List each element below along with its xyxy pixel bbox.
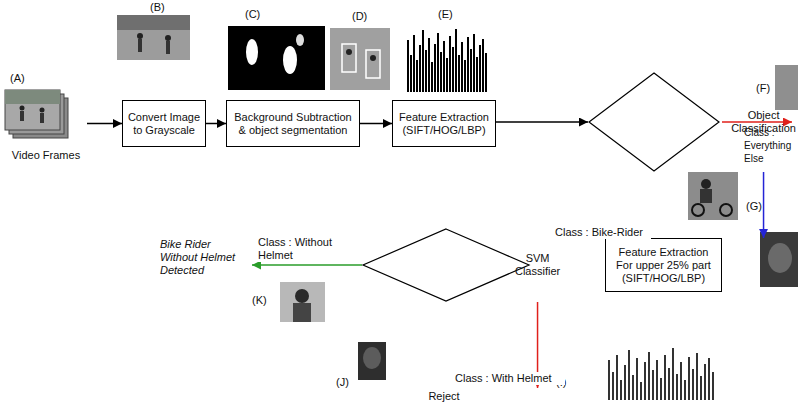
process-box: Feature Extraction (SIFT/HOG/LBP) [392,100,496,147]
node-text: Background Subtraction & object segmenta… [231,111,355,137]
flow-arrow [252,264,362,266]
class-label: Class : Without Helmet [258,236,342,262]
node-text: Video Frames [12,149,80,162]
process-box: Convert Image to Grayscale [122,100,206,147]
decision-diamond: SVM Classifier [362,228,713,302]
callout-letter: (A) [10,72,34,85]
callout-letter: (D) [352,10,376,23]
with-helmet-image [358,342,386,380]
callout-letter: (B) [150,1,174,14]
node-text: Reject [428,390,459,403]
process-box: Background Subtraction & object segmenta… [226,100,360,147]
callout-letter: (G) [746,200,770,213]
flow-arrow [360,123,392,125]
flow-arrow [763,172,765,238]
other-object-image [775,65,798,110]
callout-letter: (F) [756,82,774,95]
node-text: Feature Extraction (SIFT/HOG/LBP) [397,111,491,137]
node-text: SVM Classifier [515,252,560,278]
diamond-outline [589,73,719,171]
callout-letter: (E) [438,8,462,21]
node-text: Feature Extraction For upper 25% part (S… [610,246,717,285]
upper-part-histogram [609,348,713,400]
bike-rider-image [688,172,738,220]
reject-text: Reject [424,388,468,404]
segmented-image [330,28,390,90]
node-text: Bike Rider Without Helmet Detected [160,238,248,277]
callout-letter: (K) [252,294,276,307]
result-text: Bike Rider Without Helmet Detected [160,236,252,278]
input-frames: Video Frames [5,86,87,162]
grayscale-image [117,15,190,60]
class-label: Class : Bike-Rider [555,226,651,239]
flow-arrow [87,123,122,125]
process-box: Feature Extraction For upper 25% part (S… [605,238,722,292]
class-label: Class : Everything Else [744,126,796,165]
node-text: Convert Image to Grayscale [127,111,201,137]
flow-arrow [496,121,588,123]
video-frames-image [5,90,68,138]
class-label: Class : With Helmet [455,372,565,385]
diamond-outline [363,229,529,301]
callout-letter: (J) [336,376,356,389]
head-crop-image [760,232,798,287]
flow-arrow [206,123,226,125]
feature-histogram [408,29,486,92]
foreground-mask-image [228,26,325,90]
without-helmet-image [280,282,325,322]
callout-letter: (C) [245,8,269,21]
